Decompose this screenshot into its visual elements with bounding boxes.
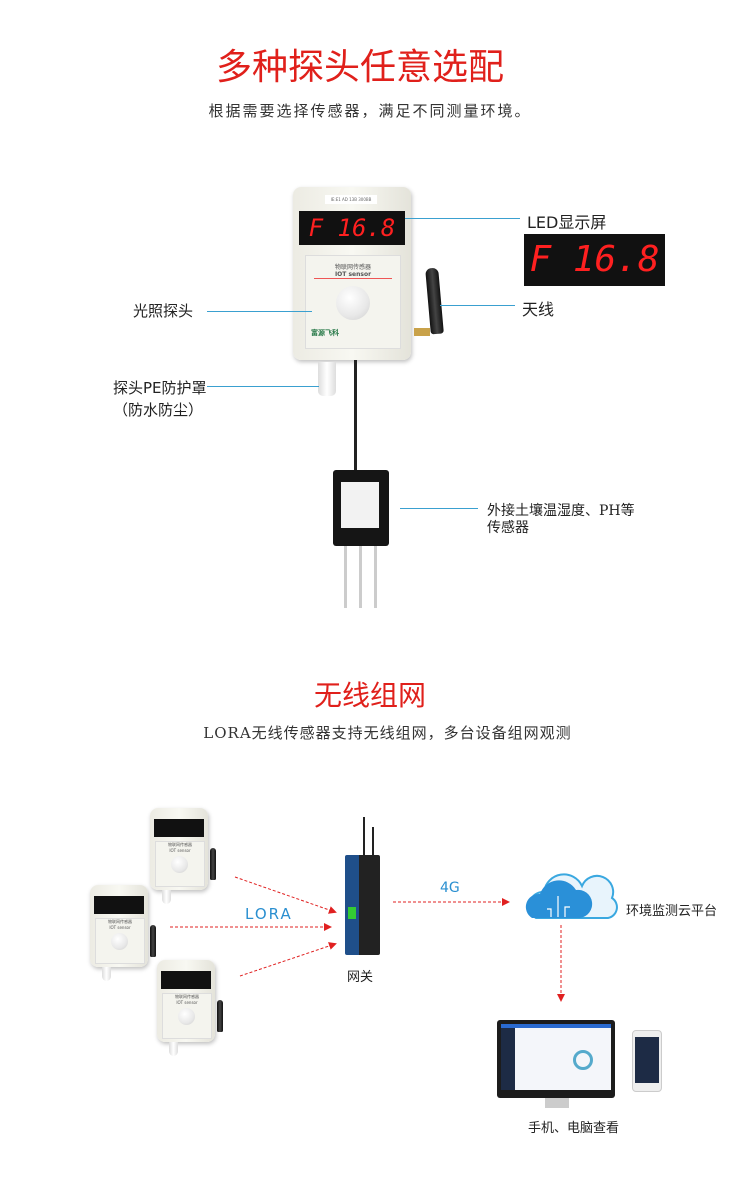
mini-panel-cn: 物联网传感器 (108, 919, 132, 924)
sensor-cable (354, 360, 357, 472)
light-dome (336, 286, 370, 320)
section2-subtitle: LORA无线传感器支持无线组网，多台设备组网观测 (203, 724, 572, 742)
light-probe-label: 光照探头 (133, 302, 194, 320)
mini-panel-cn: 物联网传感器 (175, 994, 199, 999)
mini-panel-en: IOT sensor (169, 848, 191, 853)
brand-logo: 富源飞科 (311, 329, 339, 337)
4g-label: 4G (440, 880, 460, 896)
pe-cover-line (207, 386, 319, 387)
monitor (497, 1020, 615, 1098)
cloud-icon (525, 873, 618, 919)
sensor-panel: 物联网传感器 IOT sensor 富源飞科 (305, 255, 401, 349)
led-label: LED显示屏 (527, 213, 607, 232)
soil-sensor (333, 470, 389, 546)
antenna-callout-line (440, 305, 515, 306)
panel-en: IOT sensor (314, 271, 392, 279)
lora-label: LORA (245, 905, 293, 923)
external-sensor-line (400, 508, 478, 509)
view-label: 手机、电脑查看 (528, 1121, 620, 1136)
led-zoom: F 16.8 (524, 234, 665, 286)
lora-arrow (239, 942, 337, 977)
section2-title: 无线组网 (313, 679, 426, 712)
phone (632, 1030, 662, 1092)
section1-title: 多种探头任意选配 (215, 47, 504, 88)
gateway-antenna (372, 827, 374, 857)
sensor-device: IE:E1 AD 13B 300BB F 16.8 物联网传感器 IOT sen… (293, 187, 411, 360)
led-display: F 16.8 (299, 211, 405, 245)
monitor-stand (545, 1098, 569, 1108)
antenna-connector (414, 328, 430, 336)
external-sensor-label-2: 传感器 (487, 520, 529, 536)
mini-panel-en: IOT sensor (176, 1000, 198, 1005)
soil-prong (344, 546, 347, 608)
antenna-label: 天线 (522, 300, 555, 319)
gateway-device (345, 855, 380, 955)
mini-panel-en: IOT sensor (109, 925, 131, 930)
lora-arrow (234, 876, 337, 914)
soil-prong (374, 546, 377, 608)
cloud-label: 环境监测云平台 (626, 904, 718, 919)
pe-cover-probe (318, 362, 336, 396)
pe-cover-label: 探头PE防护罩 (113, 379, 207, 397)
section1-subtitle: 根据需要选择传感器，满足不同测量环境。 (208, 102, 532, 120)
external-sensor-label: 外接土壤温湿度、PH等 传感器 (487, 503, 635, 537)
soil-prong (359, 546, 362, 608)
panel-cn: 物联网传感器 (334, 264, 371, 271)
pe-cover-label-2: （防水防尘） (113, 401, 204, 419)
gateway-label: 网关 (347, 970, 374, 985)
light-probe-line (207, 311, 312, 312)
device-id-label: IE:E1 AD 13B 300BB (325, 195, 377, 204)
external-sensor-label-1: 外接土壤温湿度、PH等 (487, 503, 635, 519)
gateway-antenna (363, 817, 365, 857)
mini-panel-cn: 物联网传感器 (168, 842, 192, 847)
led-callout-line (405, 218, 520, 219)
